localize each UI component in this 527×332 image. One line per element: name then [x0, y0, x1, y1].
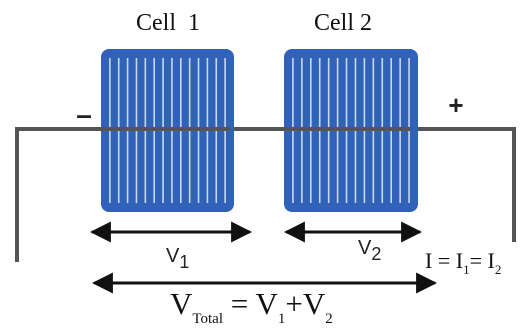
- current-term-1: I: [456, 248, 463, 273]
- current-equals-2: =: [470, 248, 488, 273]
- total-lhs: V: [170, 286, 193, 321]
- total-voltage-equation: VTotal = V1+V2: [170, 286, 333, 327]
- negative-terminal-sign: –: [76, 99, 92, 130]
- total-plus: +: [285, 286, 302, 321]
- v1-symbol: V: [166, 245, 180, 267]
- total-lhs-sub: Total: [192, 311, 223, 327]
- current-term-2-sub: 2: [495, 262, 502, 277]
- v2-label: V2: [358, 237, 381, 264]
- total-term-2-sub: 2: [325, 311, 333, 327]
- total-equals: =: [223, 286, 255, 321]
- right-lead-wire: [418, 127, 516, 242]
- current-term-1-sub: 1: [463, 262, 470, 277]
- current-equation: I = I1= I2: [425, 248, 501, 277]
- total-term-1: V: [255, 286, 278, 321]
- cell-2-label: Cell 2: [314, 10, 372, 36]
- current-equals: =: [432, 248, 455, 273]
- current-term-2: I: [488, 248, 495, 273]
- v2-subscript: 2: [371, 244, 381, 264]
- v1-subscript: 1: [179, 252, 189, 272]
- current-lhs: I: [425, 248, 432, 273]
- positive-terminal-sign: +: [448, 90, 463, 120]
- left-lead-wire: [15, 127, 101, 262]
- cell-1-label: Cell 1: [136, 10, 200, 36]
- total-term-1-sub: 1: [278, 311, 286, 327]
- total-term-2: V: [303, 286, 326, 321]
- v2-symbol: V: [358, 237, 372, 259]
- v1-label: V1: [166, 245, 189, 272]
